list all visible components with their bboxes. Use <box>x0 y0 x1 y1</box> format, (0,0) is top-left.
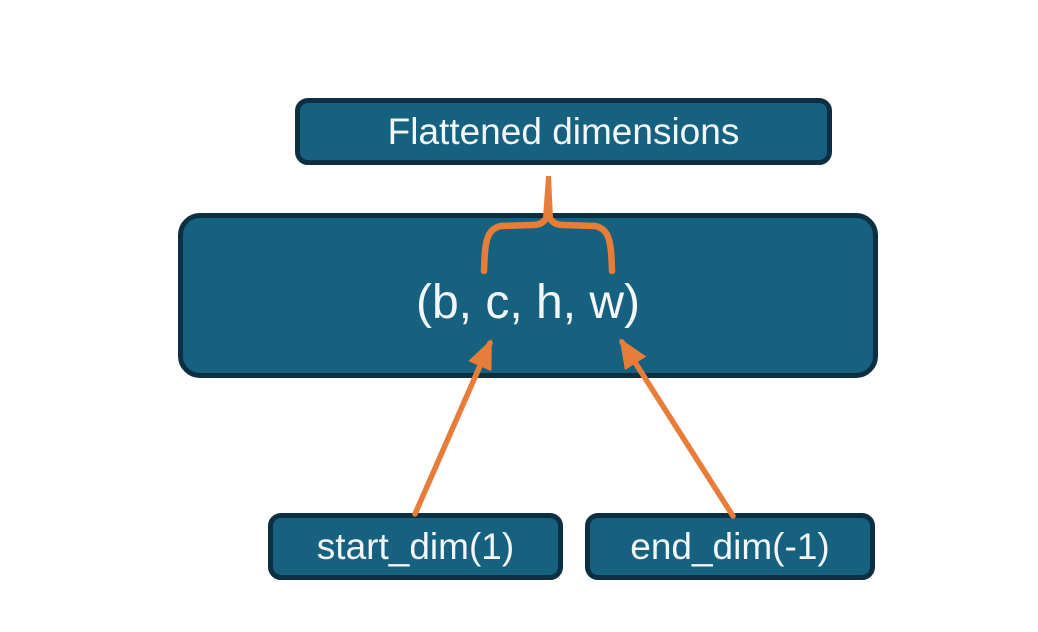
start-dim-label: start_dim(1) <box>316 526 515 567</box>
title-connector-line <box>543 176 553 218</box>
flattened-dimensions-box: Flattened dimensions <box>295 98 832 165</box>
end-dim-label: end_dim(-1) <box>630 526 830 567</box>
flattened-dimensions-label: Flattened dimensions <box>387 111 740 152</box>
tensor-shape-label: (b, c, h, w) <box>415 275 641 329</box>
tensor-shape-box: (b, c, h, w) <box>178 213 878 378</box>
start-dim-box: start_dim(1) <box>268 513 563 580</box>
end-dim-box: end_dim(-1) <box>585 513 875 580</box>
